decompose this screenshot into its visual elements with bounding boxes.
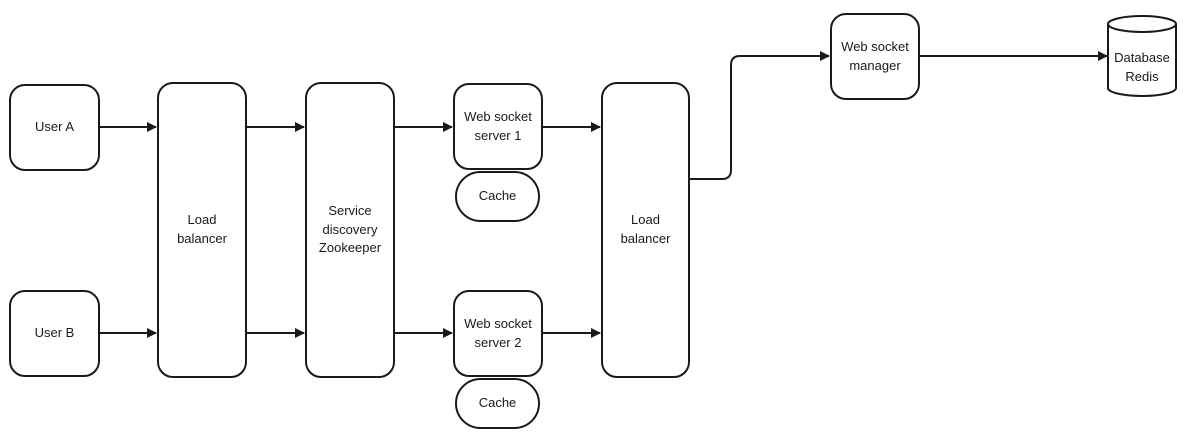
cache-1-node: Cache (455, 171, 540, 222)
arrow-load-balancer-to-ws-manager (690, 51, 830, 180)
cache-2-node: Cache (455, 378, 540, 429)
user-b-label: User B (34, 325, 75, 341)
load-balancer-1-node: Load balancer (157, 82, 247, 378)
database-cylinder-icon (1107, 15, 1177, 97)
cache-2-label: Cache (478, 395, 517, 411)
ws-manager-label: Web socket manager (841, 38, 909, 73)
load-balancer-1-label: Load balancer (177, 212, 227, 246)
load-balancer-2-label: Load balancer (620, 212, 671, 246)
ws-server-2-node: Web socket server 2 (453, 290, 543, 377)
ws-manager-node: Web socket manager (830, 13, 920, 100)
ws-server-2-label: Web socket server 2 (464, 315, 532, 350)
database-node: Database Redis (1107, 15, 1177, 97)
user-a-label: User A (34, 119, 74, 135)
service-discovery-node: Service discovery Zookeeper (305, 82, 395, 378)
ws-server-1-label: Web socket server 1 (464, 108, 532, 143)
load-balancer-2-node: Load balancer (601, 82, 690, 378)
user-a-node: User A (9, 84, 100, 171)
database-label: Database Redis (1114, 50, 1170, 84)
service-discovery-label: Service discovery Zookeeper (318, 202, 382, 256)
ws-server-1-node: Web socket server 1 (453, 83, 543, 170)
cache-1-label: Cache (478, 188, 517, 204)
user-b-node: User B (9, 290, 100, 377)
